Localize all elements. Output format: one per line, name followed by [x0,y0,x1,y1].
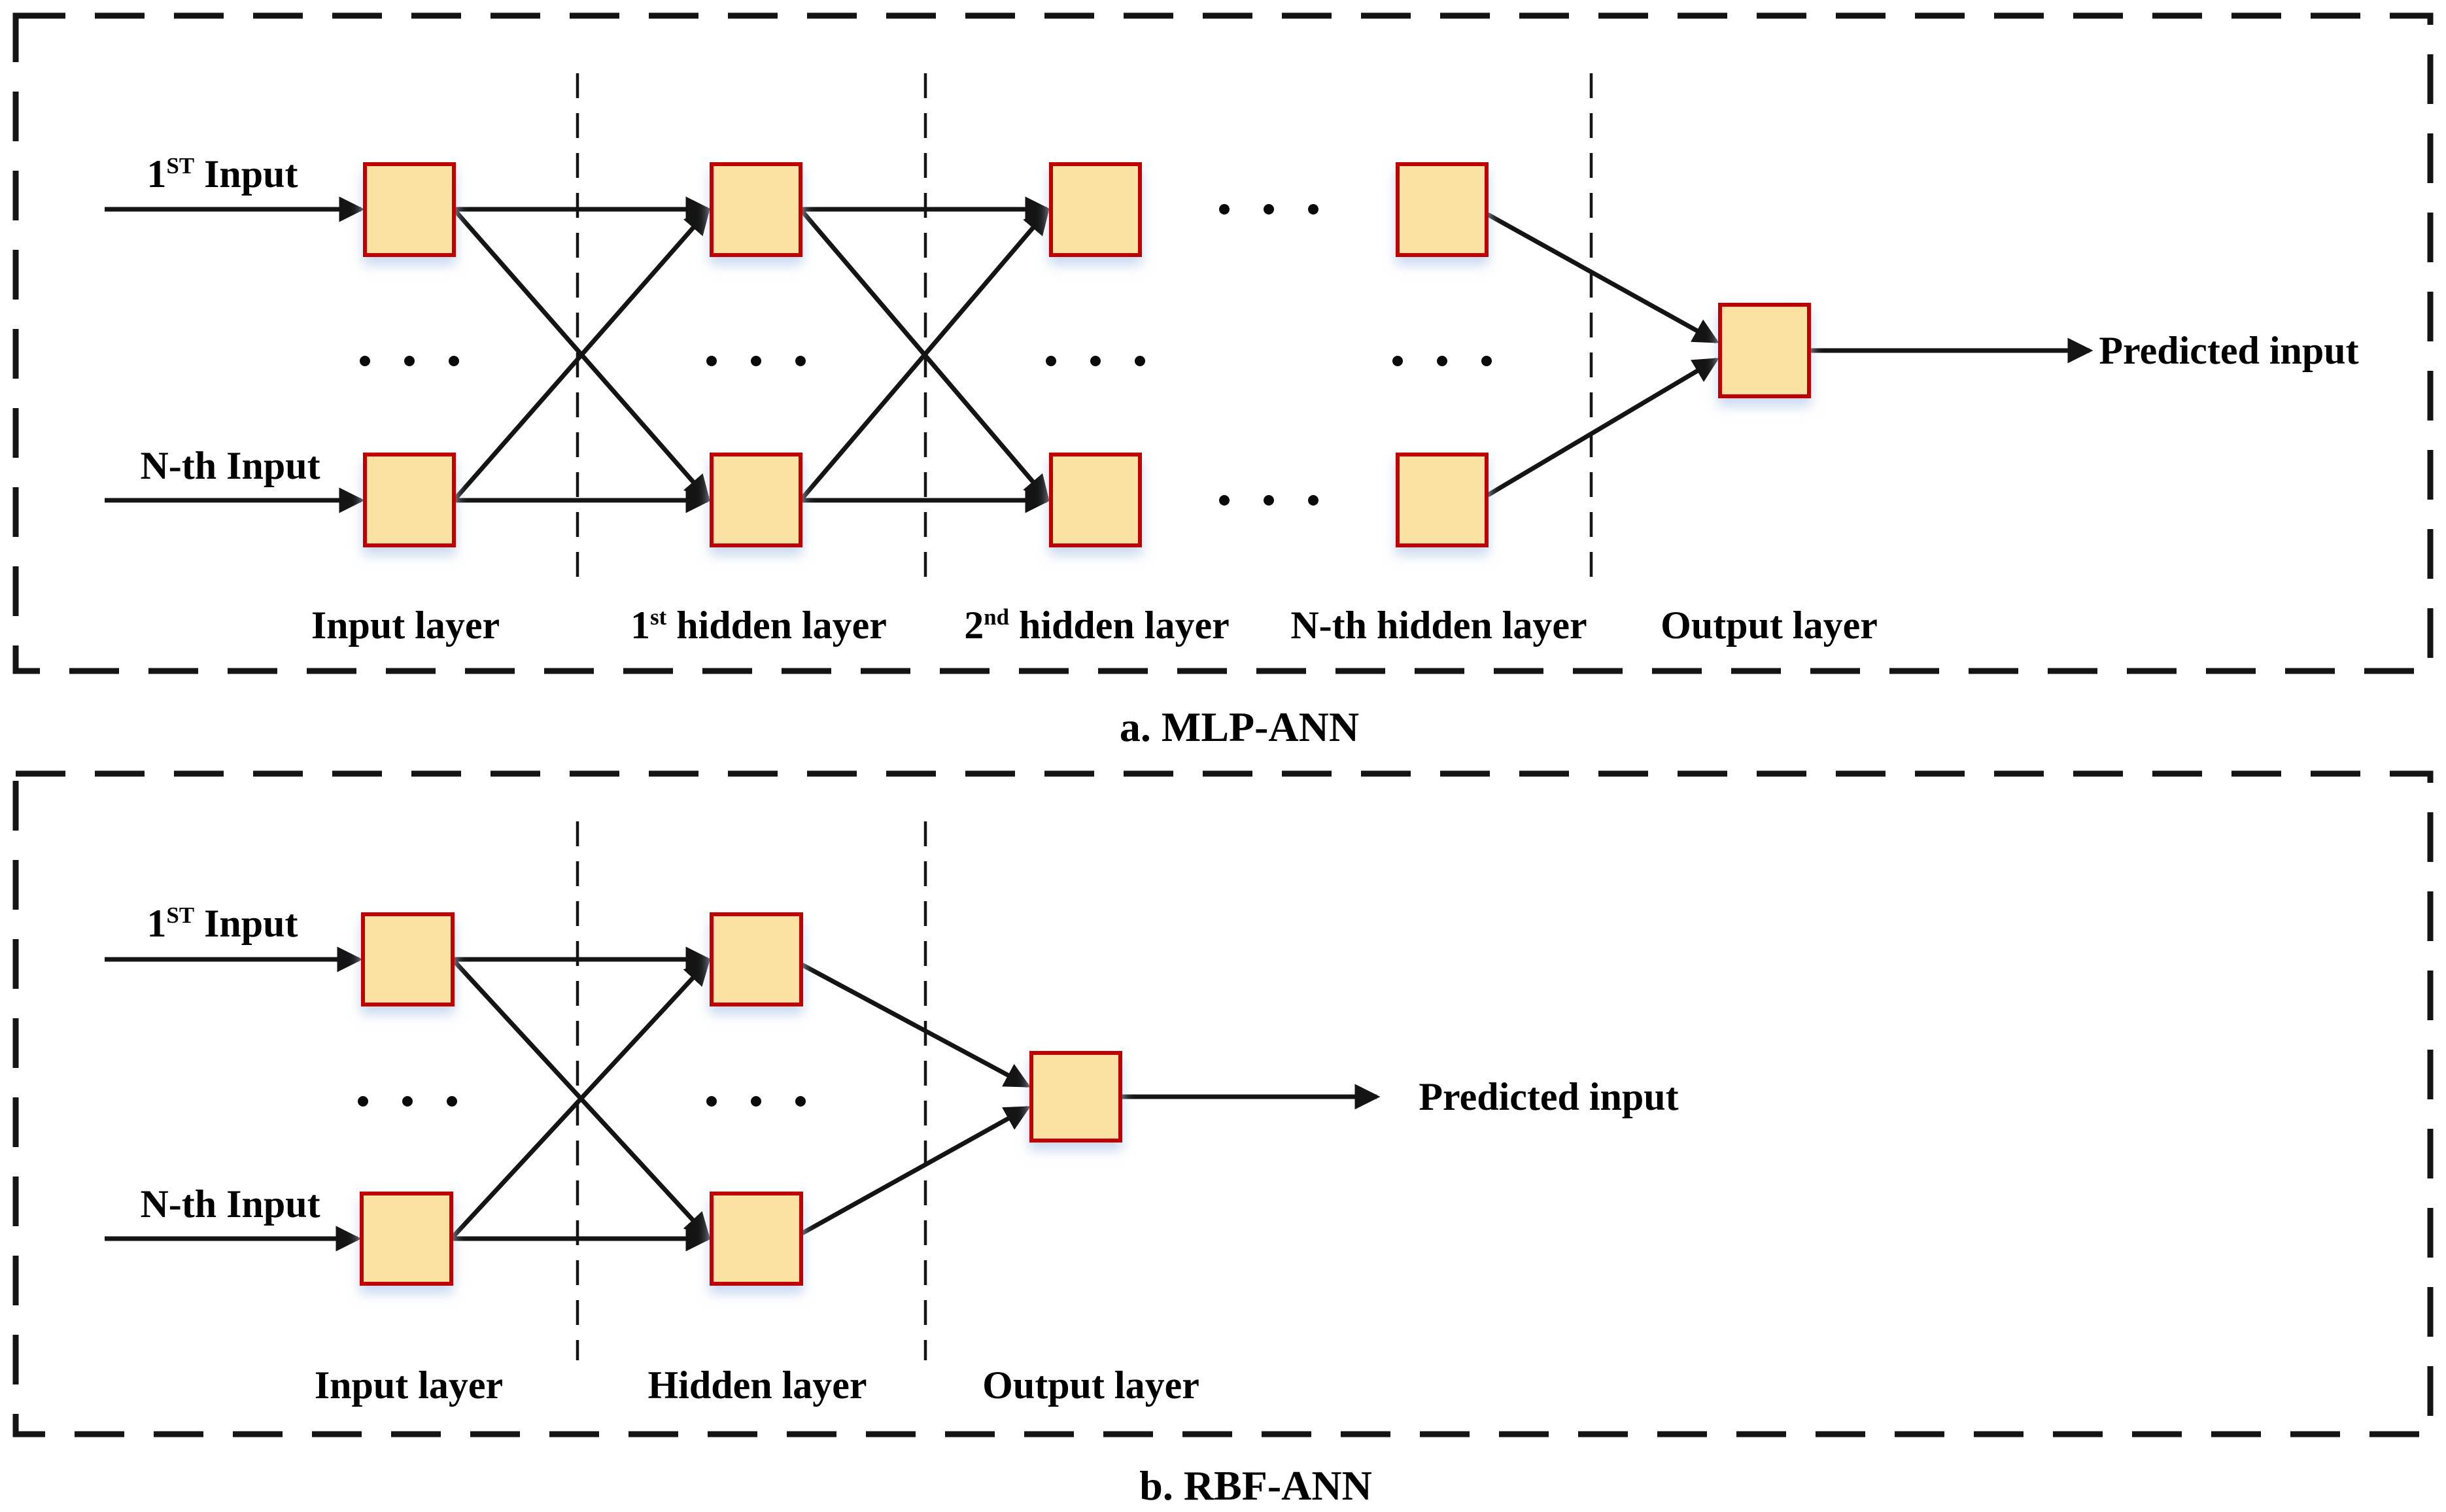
layer-label-hiddenN: N-th hidden layer [1290,604,1587,647]
arrow-connection [1487,357,1719,498]
layer-label-output: Output layer [1661,604,1878,647]
arrow-connection [1487,212,1719,344]
neuron-hidden2-top [1049,162,1142,257]
neuron-hiddenN-top [1396,162,1489,257]
panel-b-connections [105,946,1381,1252]
neuron-input-top [363,162,456,257]
panel-b-layer-separators [576,821,927,1360]
arrow-connection [452,208,710,502]
layer-label-input: Input layer [311,604,500,647]
panel-a-dashed-border [12,12,2434,674]
panel-a-layer-separators [576,73,1593,590]
input-label-nth: N-th Input [140,1182,320,1226]
arrow-connection [801,1105,1031,1236]
layer-label-input: Input layer [314,1364,504,1407]
panel-a-ellipsis-dots [360,204,1492,506]
layer-label-output: Output layer [982,1364,1199,1407]
neuron-input-bottom [360,1192,453,1286]
neuron-input-top [361,912,455,1006]
neuron-hidden1-top [710,162,802,257]
arrow-connection [449,959,710,1241]
layer-label-hidden2: 2nd hidden layer [964,604,1230,647]
layer-label-hidden: Hidden layer [647,1364,867,1407]
panel-b-neurons [360,912,1122,1286]
neuron-output [1718,303,1811,398]
panel-b-graphics [12,770,2434,1437]
neuron-hidden2-bottom [1049,453,1142,547]
panel-b-caption: b. RBF-ANN [1139,1462,1372,1509]
panel-a-graphics [12,12,2434,674]
neuron-input-bottom [363,453,456,547]
neuron-output [1029,1051,1122,1143]
input-label-1st: 1ST Input [146,902,298,945]
layer-label-hidden1: 1st hidden layer [630,604,887,647]
neuron-hiddenN-bottom [1396,453,1489,547]
panel-a-neurons [363,162,1811,547]
panel-b-ellipsis-dots [358,1096,806,1107]
panel-a-caption: a. MLP-ANN [1119,704,1360,750]
predicted-input-label: Predicted input [2099,329,2359,372]
input-label-nth: N-th Input [140,444,320,487]
neuron-hidden1-bottom [710,453,802,547]
panel-a-connections [105,196,2093,513]
arrow-connection [801,962,1031,1088]
predicted-input-label: Predicted input [1419,1075,1679,1118]
input-label-1st: 1ST Input [146,152,298,196]
neuron-hidden-bottom [710,1192,803,1286]
arrow-connection [799,208,1050,502]
panel-b-dashed-border [12,770,2434,1437]
neuron-hidden-top [710,912,803,1006]
